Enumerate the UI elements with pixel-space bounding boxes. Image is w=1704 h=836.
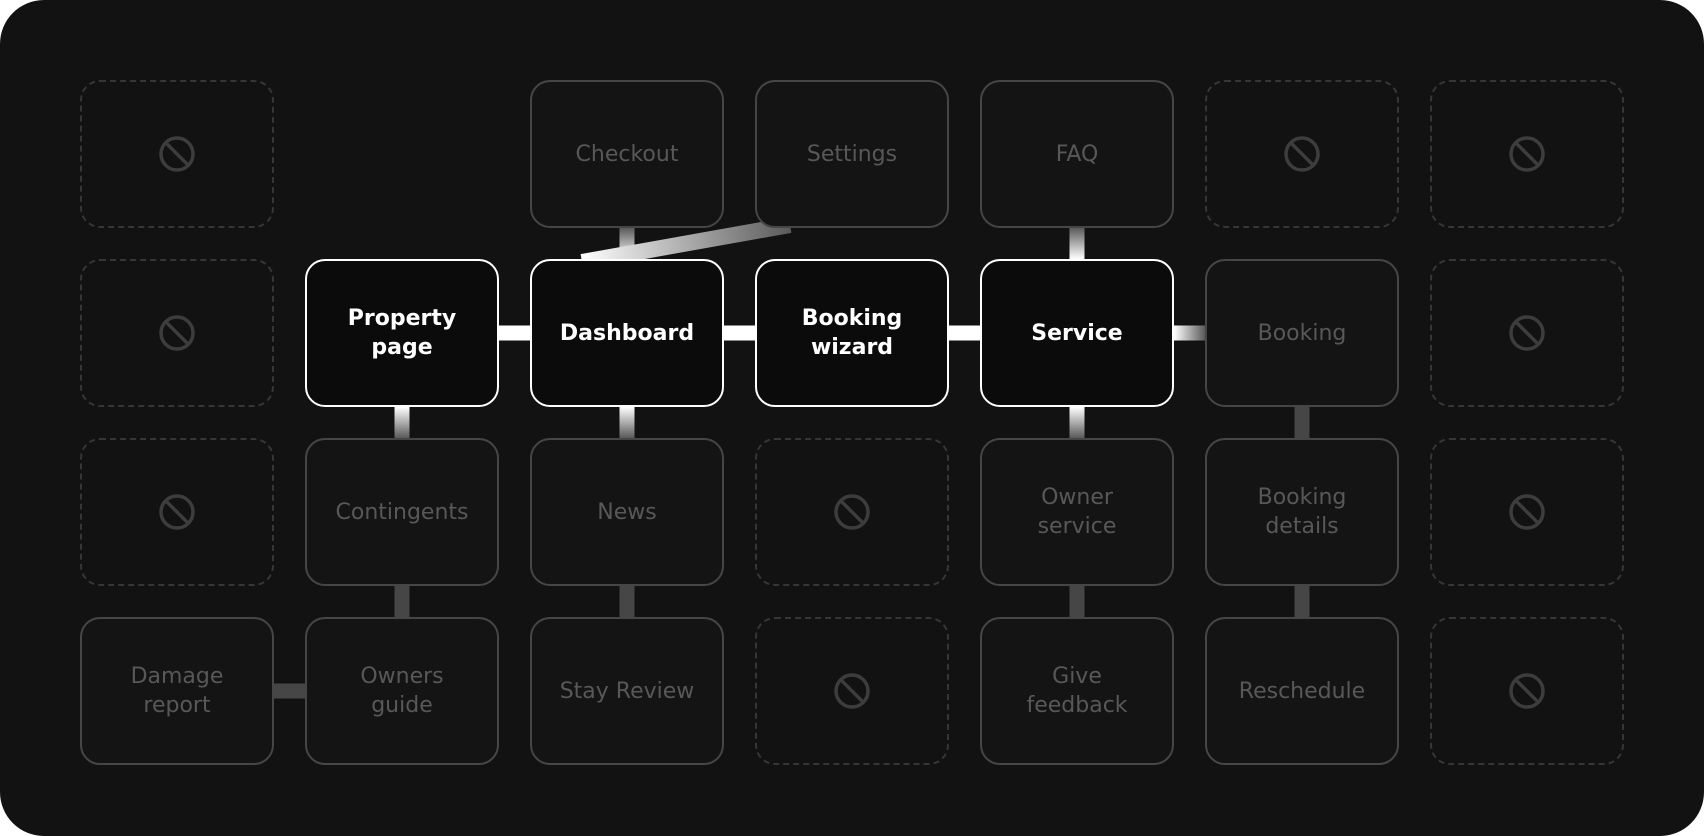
empty-slot	[755, 438, 949, 586]
screen-card-stay-review[interactable]: Stay Review	[530, 617, 724, 765]
empty-slot	[80, 438, 274, 586]
card-label-line: Give	[1052, 664, 1102, 689]
card-label: Owner service	[1038, 483, 1117, 541]
card-label-line: guide	[371, 693, 433, 718]
screen-card-settings[interactable]: Settings	[755, 80, 949, 228]
card-label: Checkout	[576, 140, 679, 169]
screen-card-property-page[interactable]: Property page	[305, 259, 499, 407]
card-label: Damage report	[131, 662, 224, 720]
card-label: Contingents	[336, 498, 469, 527]
screen-card-give-feedback[interactable]: Give feedback	[980, 617, 1174, 765]
card-label: Service	[1031, 319, 1122, 348]
card-label-line: Property	[347, 306, 457, 331]
card-label: Owners guide	[360, 662, 443, 720]
screen-card-damage-report[interactable]: Damage report	[80, 617, 274, 765]
card-label-line: Booking	[801, 306, 903, 331]
not-allowed-icon	[834, 494, 870, 530]
card-label-line: service	[1037, 514, 1117, 539]
card-label-line: Settings	[806, 141, 898, 167]
not-allowed-icon	[1284, 136, 1320, 172]
card-label: Give feedback	[1026, 662, 1127, 720]
card-label: Reschedule	[1239, 677, 1365, 706]
card-label: Dashboard	[560, 319, 694, 348]
empty-slot	[1430, 80, 1624, 228]
connector-dashboard-to-settings	[580, 217, 792, 270]
not-allowed-icon	[1509, 673, 1545, 709]
screen-card-service[interactable]: Service	[980, 259, 1174, 407]
empty-slot	[1430, 438, 1624, 586]
card-label-line: wizard	[810, 335, 894, 360]
empty-slot	[1430, 259, 1624, 407]
screen-card-dashboard[interactable]: Dashboard	[530, 259, 724, 407]
screen-card-booking-wizard[interactable]: Booking wizard	[755, 259, 949, 407]
card-label-line: report	[143, 693, 211, 718]
screen-card-booking-details[interactable]: Booking details	[1205, 438, 1399, 586]
card-label-line: Owners	[360, 664, 444, 689]
card-label-line: Reschedule	[1238, 678, 1366, 704]
empty-slot	[80, 80, 274, 228]
screen-card-news[interactable]: News	[530, 438, 724, 586]
empty-slot	[755, 617, 949, 765]
card-label-line: Owner	[1041, 485, 1113, 510]
card-label-line: FAQ	[1055, 141, 1099, 167]
card-label-line: Booking	[1257, 485, 1347, 510]
empty-slot	[80, 259, 274, 407]
not-allowed-icon	[159, 494, 195, 530]
card-label-line: News	[597, 499, 657, 525]
card-label: Booking wizard	[802, 304, 903, 362]
card-label: Property page	[348, 304, 456, 362]
screen-card-reschedule[interactable]: Reschedule	[1205, 617, 1399, 765]
card-label-line: Booking	[1257, 320, 1347, 346]
screen-card-contingents[interactable]: Contingents	[305, 438, 499, 586]
not-allowed-icon	[159, 315, 195, 351]
card-label-line: feedback	[1026, 693, 1128, 718]
card-label: Booking	[1258, 319, 1347, 348]
card-label: FAQ	[1056, 140, 1099, 169]
card-label: Booking details	[1258, 483, 1347, 541]
not-allowed-icon	[159, 136, 195, 172]
not-allowed-icon	[1509, 136, 1545, 172]
card-label: Stay Review	[560, 677, 695, 706]
screen-card-owners-guide[interactable]: Owners guide	[305, 617, 499, 765]
card-label: Settings	[807, 140, 897, 169]
card-label-line: Service	[1031, 320, 1123, 346]
card-label-line: Contingents	[335, 499, 469, 525]
screen-card-owner-service[interactable]: Owner service	[980, 438, 1174, 586]
card-label-line: page	[371, 335, 433, 360]
card-label-line: Dashboard	[559, 320, 695, 346]
card-label-line: Stay Review	[559, 678, 695, 704]
card-label-line: Damage	[130, 664, 224, 689]
not-allowed-icon	[1509, 494, 1545, 530]
screen-card-booking[interactable]: Booking	[1205, 259, 1399, 407]
not-allowed-icon	[834, 673, 870, 709]
empty-slot	[1205, 80, 1399, 228]
card-label: News	[597, 498, 656, 527]
empty-slot	[1430, 617, 1624, 765]
not-allowed-icon	[1509, 315, 1545, 351]
screen-card-checkout[interactable]: Checkout	[530, 80, 724, 228]
screen-card-faq[interactable]: FAQ	[980, 80, 1174, 228]
card-label-line: Checkout	[575, 141, 679, 167]
card-label-line: details	[1265, 514, 1339, 539]
